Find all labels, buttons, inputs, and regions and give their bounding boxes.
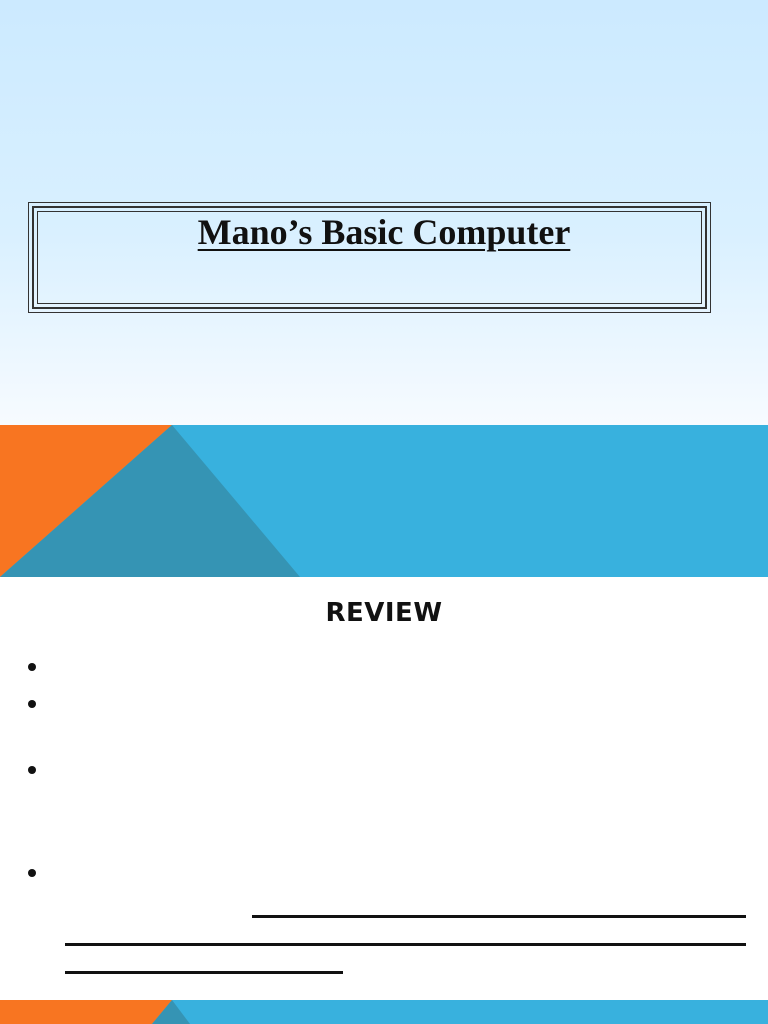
- review-slide: [0, 577, 768, 1000]
- bullet-2: [28, 700, 36, 708]
- review-heading: REVIEW: [325, 598, 443, 628]
- title-slide: Mano’s Basic Computer: [0, 0, 768, 425]
- bullet-1: [28, 663, 36, 671]
- band-shapes-bottom: [0, 1000, 190, 1024]
- fill-in-line-3: [65, 971, 343, 974]
- orange-shape: [0, 1000, 172, 1024]
- title-frame: [28, 202, 711, 313]
- fill-in-line-2: [65, 943, 746, 946]
- fill-in-line-1: [252, 915, 746, 918]
- bullet-3: [28, 766, 36, 774]
- bullet-4: [28, 869, 36, 877]
- slide-title: Mano’s Basic Computer: [197, 212, 571, 252]
- decorative-band-top: [0, 425, 768, 577]
- band-shapes: [0, 425, 300, 577]
- decorative-band-bottom: [0, 1000, 768, 1024]
- dark-blue-triangle: [0, 425, 300, 577]
- dark-blue-shape: [152, 1000, 190, 1024]
